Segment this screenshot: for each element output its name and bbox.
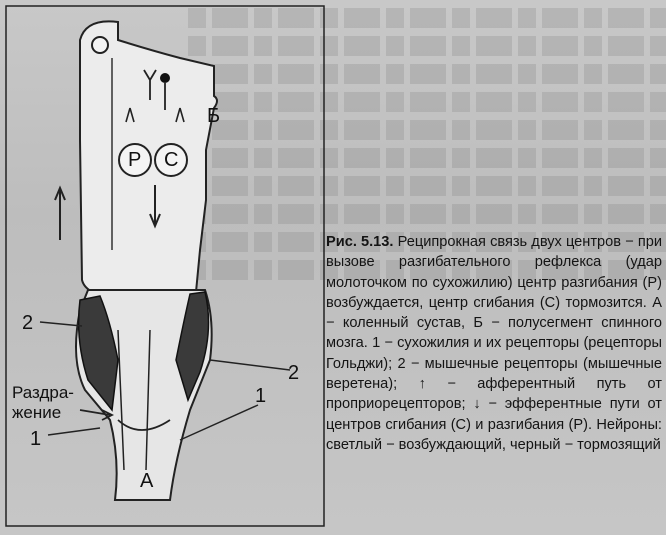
knee-joint: [117, 419, 171, 431]
label-one-left: 1: [30, 428, 42, 450]
label-irritation-2: жение: [12, 403, 62, 422]
afferent-arrow-icon: [54, 185, 66, 240]
caption-title: Рис. 5.13.: [326, 234, 394, 250]
show-through-text: [168, 0, 666, 535]
flexor-center-circle: [154, 143, 188, 177]
stimulus-arrow-icon: [79, 409, 115, 421]
label-c: С: [164, 149, 179, 171]
label-b: Б: [207, 105, 221, 127]
label-two-right: 2: [288, 362, 300, 384]
label-two-left: 2: [22, 312, 34, 334]
efferent-arrow-icon: [149, 185, 161, 229]
label-a: А: [140, 470, 154, 492]
label-one-right: 1: [255, 385, 267, 407]
figure-caption: Рис. 5.13. Реципрокная связь двух центро…: [326, 232, 662, 455]
extensor-center-circle: [118, 143, 152, 177]
reflex-figure: [5, 5, 325, 527]
label-p: Р: [128, 149, 142, 171]
inhibitory-neuron-icon: [160, 73, 170, 83]
figure-frame: [5, 5, 325, 527]
label-irritation: Раздра-: [12, 383, 74, 402]
hook-hole: [91, 36, 109, 54]
extensor-muscle: [175, 291, 210, 403]
flexor-muscle: [77, 295, 119, 412]
caption-text: Реципрокная связь двух центров − при выз…: [326, 234, 662, 453]
